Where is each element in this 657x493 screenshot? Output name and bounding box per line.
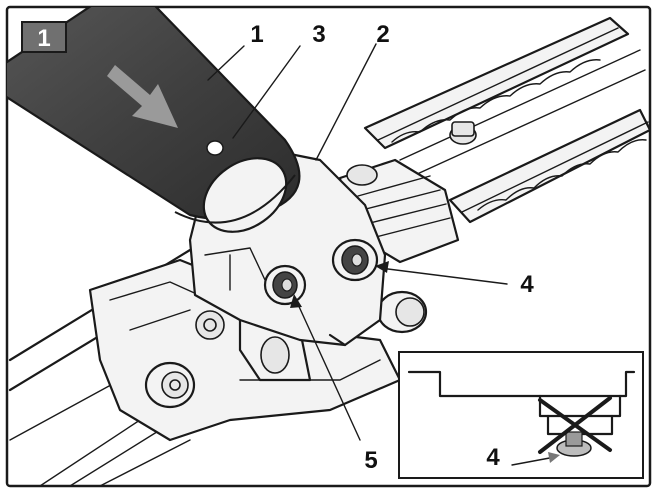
- bolt-lower: [263, 264, 307, 306]
- prohibited-cross-icon: [538, 396, 612, 454]
- callout-3: 3: [312, 21, 325, 48]
- inset-detail: 4: [398, 351, 644, 479]
- rail-lower: [448, 108, 650, 224]
- leader-lines: [207, 43, 508, 441]
- insertion-arrow: [107, 65, 178, 128]
- tube-hole: [206, 140, 224, 156]
- svg-text:1: 1: [37, 25, 50, 52]
- bolt-upper: [331, 238, 379, 282]
- side-knob: [376, 290, 428, 334]
- callout-2: 2: [376, 21, 389, 48]
- callout-1: 1: [250, 21, 263, 48]
- rail-upper: [363, 16, 630, 150]
- base-bracket: [88, 258, 402, 442]
- callout-4-inset: 4: [486, 444, 500, 471]
- step-badge: 1: [21, 21, 67, 53]
- callout-4: 4: [520, 271, 534, 298]
- callout-5: 5: [364, 447, 377, 474]
